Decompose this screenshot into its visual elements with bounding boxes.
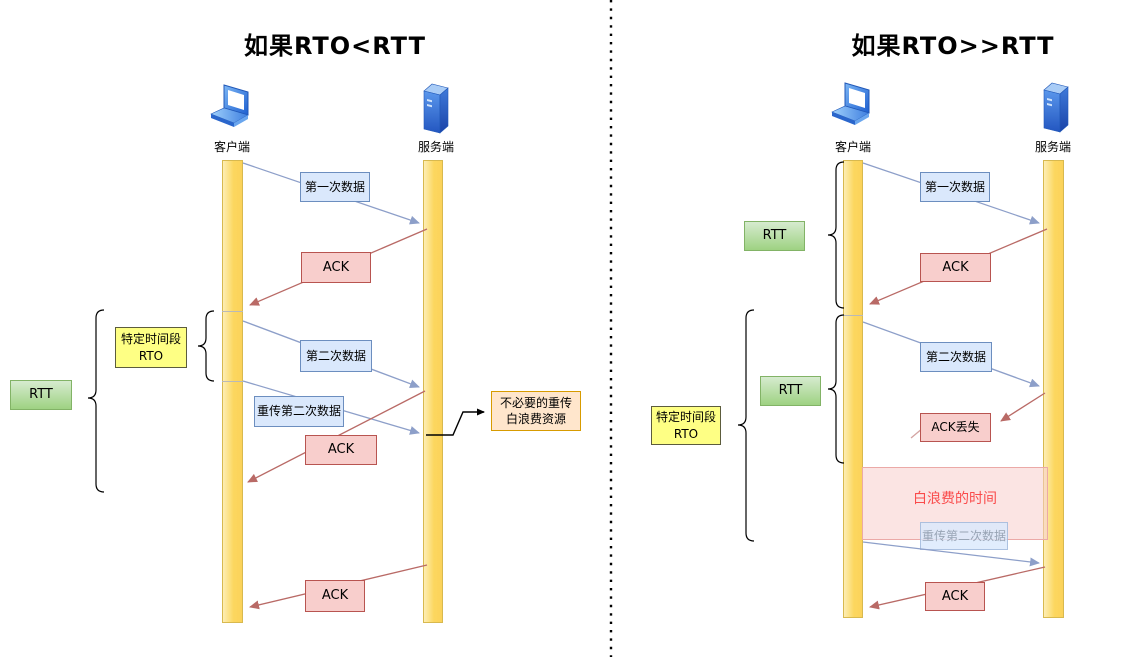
server-label-left: 服务端: [417, 140, 454, 154]
first-data-box-left: 第一次数据: [300, 172, 370, 202]
lifeline-tick: [843, 315, 863, 316]
server-icon-right: [1043, 82, 1069, 133]
ack2-box-right: ACK: [925, 582, 985, 611]
rtt2-box-right: RTT: [760, 376, 821, 406]
rtt-box-left: RTT: [10, 380, 72, 410]
retransmit-second-data-box-right: 重传第二次数据: [920, 522, 1008, 550]
left-panel-title: 如果RTO<RTT: [244, 32, 426, 60]
rto-period-box-left: 特定时间段 RTO: [115, 327, 187, 368]
client-lifeline-left: [222, 160, 243, 623]
client-laptop-icon-right: [831, 82, 870, 125]
client-laptop-icon-left: [210, 84, 249, 127]
second-data-box-right: 第二次数据: [920, 342, 992, 372]
ack-lost-box-right: ACK丢失: [920, 413, 991, 442]
client-lifeline-right: [843, 160, 863, 618]
right-rto-brace: [737, 309, 755, 542]
second-data-box-left: 第二次数据: [300, 340, 372, 372]
left-rtt-brace: [87, 309, 105, 493]
server-lifeline-right: [1043, 160, 1064, 618]
left-rto-brace: [197, 310, 215, 382]
rtt1-box-right: RTT: [744, 221, 805, 251]
unnecessary-retransmit-note: 不必要的重传 白浪费资源: [491, 391, 581, 431]
server-label-right: 服务端: [1034, 140, 1071, 154]
server-icon-left: [423, 83, 449, 134]
client-label-right: 客户端: [834, 140, 871, 154]
ack1-box-right: ACK: [920, 253, 991, 282]
retransmit-second-data-box-left: 重传第二次数据: [254, 396, 344, 427]
rto-period-box-right: 特定时间段 RTO: [651, 406, 721, 445]
right-arrow-ack-lost: [1000, 392, 1046, 422]
lifeline-tick: [222, 381, 243, 382]
ack2-box-left: ACK: [305, 435, 377, 465]
right-rtt1-brace: [827, 161, 845, 309]
first-data-box-right: 第一次数据: [920, 172, 990, 202]
ack1-box-left: ACK: [301, 252, 371, 283]
left-note-connector: [426, 408, 485, 436]
right-arrow-retransmit: [862, 541, 1040, 567]
right-panel-title: 如果RTO>>RTT: [851, 32, 1055, 60]
ack3-box-left: ACK: [305, 580, 365, 612]
wasted-time-label: 白浪费的时间: [913, 491, 997, 507]
lifeline-tick: [222, 311, 243, 312]
right-rtt2-brace: [827, 314, 845, 464]
client-label-left: 客户端: [213, 140, 250, 154]
